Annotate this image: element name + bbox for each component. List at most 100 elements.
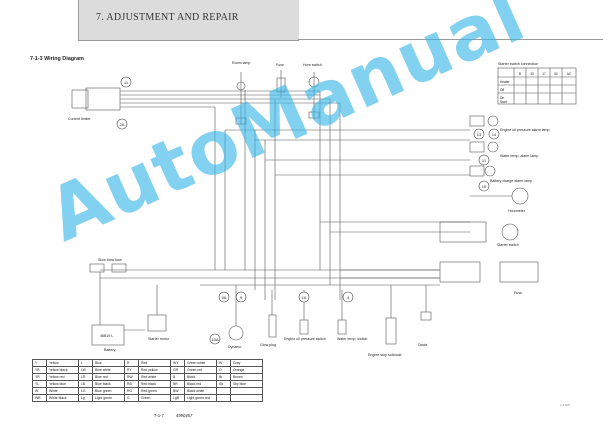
switch-row-off: Off bbox=[500, 88, 504, 92]
legend-code: GR bbox=[170, 366, 185, 374]
legend-color-name: Sky blue bbox=[230, 380, 263, 388]
legend-color-name: Yellow bbox=[46, 359, 79, 367]
switch-col-30: 30 bbox=[530, 72, 534, 76]
battery-charge-alarm-lamp bbox=[484, 165, 496, 177]
legend-color-name: Red bbox=[138, 359, 171, 367]
legend-code bbox=[216, 387, 231, 395]
badge-13 bbox=[473, 128, 485, 140]
legend-code: Lg bbox=[78, 394, 93, 402]
badge-2a-label: 2A bbox=[120, 122, 125, 127]
hourmeter-label: Hourmeter bbox=[508, 209, 526, 213]
starter-motor-body bbox=[147, 314, 167, 332]
badge-9a bbox=[218, 291, 230, 303]
dynamo-label: Dynamo bbox=[228, 345, 241, 349]
legend-code: W bbox=[216, 359, 231, 367]
badge-9-label: 9 bbox=[240, 295, 243, 300]
legend-color-name: Yellow black bbox=[46, 366, 79, 374]
legend-code: LR bbox=[78, 373, 93, 381]
switch-row-heater: Heater bbox=[500, 80, 511, 84]
legend-code: LB bbox=[78, 380, 93, 388]
badge-15a bbox=[209, 333, 221, 345]
legend-code: LgR bbox=[170, 394, 185, 402]
switch-connection-table bbox=[497, 67, 577, 105]
fuse-right-body bbox=[499, 261, 539, 283]
document-code: 7-1-007 bbox=[560, 403, 571, 407]
battery-body bbox=[91, 324, 125, 346]
battery-type-label: 46B19 L bbox=[100, 334, 113, 338]
badge-4 bbox=[342, 291, 354, 303]
legend-code: B bbox=[170, 373, 185, 381]
badge-10-label: 10 bbox=[482, 184, 487, 189]
legend-color-name: Light green bbox=[92, 394, 125, 402]
starter-switch-label: Starter switch bbox=[497, 243, 519, 247]
legend-color-name: White black bbox=[46, 394, 79, 402]
glow-plug-label: Glow plug bbox=[260, 343, 276, 347]
legend-code: LW bbox=[78, 366, 93, 374]
legend-code: BW bbox=[170, 387, 185, 395]
legend-code: WY bbox=[170, 359, 185, 367]
fuse-right-label: Fuse bbox=[514, 291, 522, 295]
water-temp-switch-label: Water temp. switch bbox=[337, 337, 367, 341]
eng-oil-switch-label: Engine oil pressure switch bbox=[284, 337, 326, 341]
legend-color-name: Green red bbox=[184, 366, 217, 374]
chapter-title: 7. ADJUSTMENT AND REPAIR bbox=[96, 12, 239, 23]
legend-color-name: Gray bbox=[230, 359, 263, 367]
legend-color-name: Blue bbox=[92, 359, 125, 367]
legend-code: BR bbox=[170, 380, 185, 388]
switch-col-17: 17 bbox=[542, 72, 546, 76]
legend-code: Y bbox=[32, 359, 47, 367]
water-temp-alarm-label: Water temp. alarm lamp bbox=[500, 154, 538, 158]
legend-code: R bbox=[124, 359, 139, 367]
legend-code: Sb bbox=[216, 380, 231, 388]
slow-blow-fuse-label: Slow blow fuse bbox=[98, 258, 122, 262]
legend-code: W bbox=[32, 387, 47, 395]
legend-code: RY bbox=[124, 366, 139, 374]
legend-color-name: Blue black bbox=[92, 380, 125, 388]
badge-15a-label: 15A bbox=[211, 337, 218, 342]
legend-color-name: Green bbox=[138, 394, 171, 402]
horn-body bbox=[308, 76, 320, 88]
badge-11 bbox=[120, 76, 132, 88]
legend-code: YL bbox=[32, 380, 47, 388]
legend-color-name: White bbox=[46, 387, 79, 395]
water-switch-body bbox=[337, 319, 347, 335]
legend-code: YB bbox=[32, 366, 47, 374]
legend-code: YR bbox=[32, 373, 47, 381]
glow-plug-body bbox=[268, 314, 277, 338]
switch-col-ac: AC bbox=[567, 72, 572, 76]
page-number: 7-1-7 bbox=[154, 413, 164, 418]
badge-11r bbox=[478, 154, 490, 166]
switch-table-title: Starter switch connection bbox=[498, 62, 538, 66]
legend-color-name: Brown bbox=[230, 373, 263, 381]
battery-charge-alarm-label: Battery charge alarm lamp bbox=[490, 179, 532, 183]
badge-9a-label: 9A bbox=[222, 295, 227, 300]
legend-color-name: Blue white bbox=[92, 366, 125, 374]
badge-1a-label: 1A bbox=[302, 295, 307, 300]
legend-color-name: Yellow blue bbox=[46, 380, 79, 388]
water-temp-alarm-lamp bbox=[487, 141, 499, 153]
legend-color-name: Black bbox=[184, 373, 217, 381]
room-lamp-label: Room lamp bbox=[232, 61, 250, 65]
legend-color-name bbox=[230, 394, 263, 402]
fuse-top-label: Fuse bbox=[276, 63, 284, 67]
switch-col-50: 50 bbox=[554, 72, 558, 76]
legend-color-name: Green white bbox=[184, 359, 217, 367]
diode-label: Diode bbox=[418, 343, 427, 347]
badge-1a bbox=[298, 291, 310, 303]
badge-11r-label: 11 bbox=[482, 158, 487, 163]
badge-10 bbox=[478, 180, 490, 192]
legend-color-name: Black white bbox=[184, 387, 217, 395]
badge-14 bbox=[488, 128, 500, 140]
legend-code: RG bbox=[124, 387, 139, 395]
current-limiter-label: Current limiter bbox=[68, 117, 91, 121]
badge-14-label: 14 bbox=[492, 132, 497, 137]
section-title: 7-1-3 Wiring Diagram bbox=[30, 56, 84, 62]
legend-color-name: Blue red bbox=[92, 373, 125, 381]
serial-number: 4990457 bbox=[176, 413, 193, 418]
slow-blow-fuse-body bbox=[111, 263, 127, 273]
